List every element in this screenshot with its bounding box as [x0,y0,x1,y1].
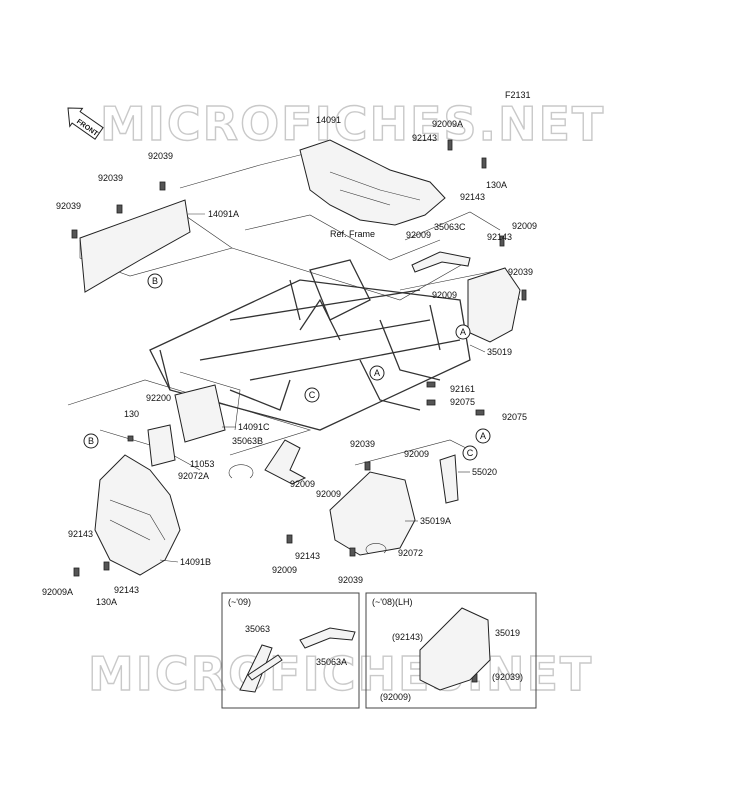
part-label: 92039 [350,439,375,449]
panel-14091B [94,454,181,576]
part-label: 92072 [398,548,423,558]
inset-left-title: (~'09) [228,597,251,607]
part-label: 92009 [432,290,457,300]
label-leaders [159,213,486,563]
panel-14091 [299,139,446,226]
svg-text:B: B [152,276,158,286]
panel-35019A [329,471,416,556]
part-label: 35019A [420,516,451,526]
callout-marker: A [475,428,491,444]
watermark-top: MICROFICHES.NET [100,97,605,151]
part-label: (92009) [380,692,411,702]
part-label: 14091C [238,422,270,432]
inset-right-title: (~'08)(LH) [372,597,412,607]
part-label: 92039 [148,151,173,161]
part-label: 11053 [190,459,214,469]
part-label: 92072A [178,471,209,481]
front-arrow-icon: FRONT [67,107,104,140]
callout-marker: B [147,273,163,289]
part-label: 35019 [495,628,520,638]
part-label: 92075 [450,397,475,407]
part-label: 92143 [412,133,437,143]
part-label: 35063 [245,624,270,634]
panel-14091A [79,199,191,293]
fastener-icons [71,139,527,683]
part-label: 35019 [487,347,512,357]
part-label: 14091A [208,209,239,219]
callout-marker: B [83,433,99,449]
part-label: 92009A [432,119,463,129]
part-label: 92039 [98,173,123,183]
svg-text:A: A [460,327,466,337]
svg-text:B: B [88,436,94,446]
part-label: 92009 [290,479,315,489]
plate-14091C [174,384,226,443]
part-label: 92143 [68,529,93,539]
panel-35019 [467,267,521,343]
part-label: 92009 [512,221,537,231]
figure-code: F2131 [505,90,531,100]
clamp-92072A [228,464,254,479]
part-label: 14091 [316,115,341,125]
part-label: 35063A [316,657,347,667]
part-label: 92143 [460,192,485,202]
part-label: 92039 [338,575,363,585]
callout-marker: A [455,324,471,340]
callout-marker: A [369,365,385,381]
bracket-35063C [411,251,471,273]
part-label: 130 [124,409,139,419]
inset-right: (~'08)(LH) (92143) 35019 (92039) (92009) [365,592,537,709]
part-label: 35063C [434,222,466,232]
callout-marker: C [462,445,478,461]
ref-frame-label: Ref. Frame [330,229,375,239]
part-label: 92009 [404,449,429,459]
part-label: 92143 [114,585,139,595]
bracket-35063B [264,439,307,485]
part-label: (92039) [492,672,523,682]
part-label: 130A [96,597,117,607]
clamp-92072 [365,543,387,554]
part-label: 92009 [406,230,431,240]
part-label: (92143) [392,632,423,642]
part-labels: 14091 92009A 92143 92039 92039 14091A 92… [42,115,537,607]
part-label: 92161 [450,384,475,394]
part-label: 92009 [316,489,341,499]
part-label: 92039 [56,201,81,211]
part-label: 35063B [232,436,263,446]
part-label: 92200 [146,393,171,403]
svg-text:A: A [480,431,486,441]
part-label: 92009 [272,565,297,575]
part-label: 130A [486,180,507,190]
watermark-bottom: MICROFICHES.NET [88,647,593,701]
bracket-11053 [147,424,176,467]
inset-left: (~'09) 35063 35063A [221,592,360,709]
main-frame [149,259,471,431]
part-label: 92039 [508,267,533,277]
svg-text:C: C [467,448,474,458]
part-label: 92009A [42,587,73,597]
stay-55020 [439,454,459,504]
part-label: 92143 [295,551,320,561]
part-label: 92143 [487,232,512,242]
svg-text:A: A [374,368,380,378]
svg-text:C: C [309,390,316,400]
callout-marker: C [304,387,320,403]
part-label: 14091B [180,557,211,567]
part-label: 55020 [472,467,497,477]
part-label: 92075 [502,412,527,422]
